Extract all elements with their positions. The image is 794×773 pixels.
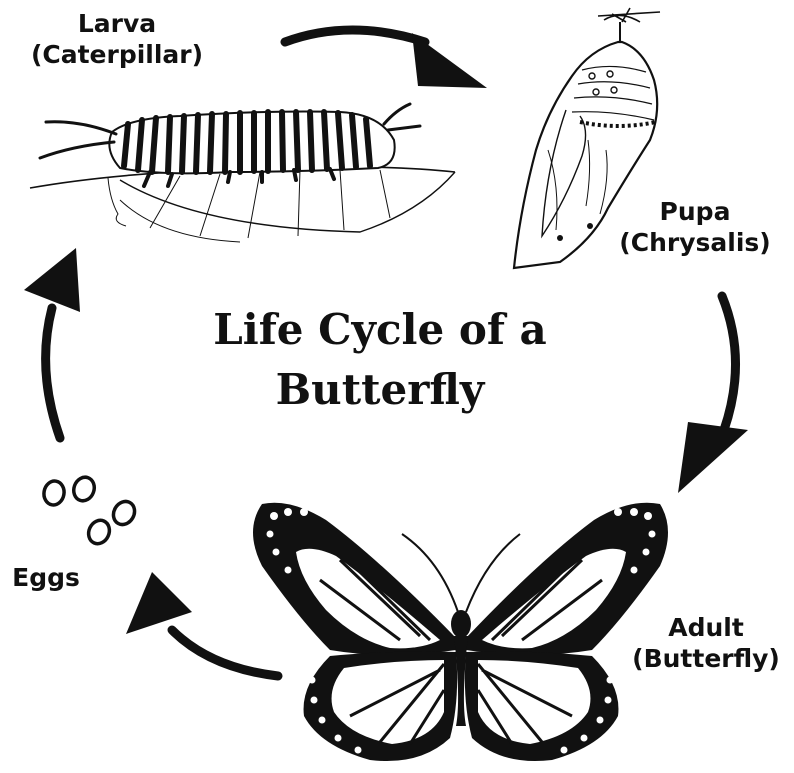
stage-alt-pupa: (Chrysalis): [602, 227, 788, 258]
stage-label-eggs: Eggs: [6, 562, 86, 593]
arrow-pupa-to-adult: [678, 296, 748, 493]
arrow-larva-to-pupa: [285, 30, 487, 88]
stage-alt-larva: (Caterpillar): [12, 39, 222, 70]
eggs-illustration: [42, 474, 139, 547]
stage-label-pupa: Pupa (Chrysalis): [602, 196, 788, 258]
stage-name-adult: Adult: [624, 612, 788, 643]
stage-label-adult: Adult (Butterfly): [624, 612, 788, 674]
caterpillar-illustration: [30, 104, 455, 242]
stage-name-pupa: Pupa: [602, 196, 788, 227]
arrow-adult-to-eggs: [126, 572, 278, 676]
stage-label-larva: Larva (Caterpillar): [12, 8, 222, 70]
title-line-2: Butterfly: [130, 360, 630, 420]
butterfly-illustration: [253, 503, 668, 761]
stage-name-eggs: Eggs: [6, 562, 86, 593]
title-line-1: Life Cycle of a: [130, 300, 630, 360]
stage-alt-adult: (Butterfly): [624, 643, 788, 674]
stage-name-larva: Larva: [12, 8, 222, 39]
diagram-title: Life Cycle of a Butterfly: [130, 300, 630, 420]
arrow-eggs-to-larva: [24, 248, 80, 438]
